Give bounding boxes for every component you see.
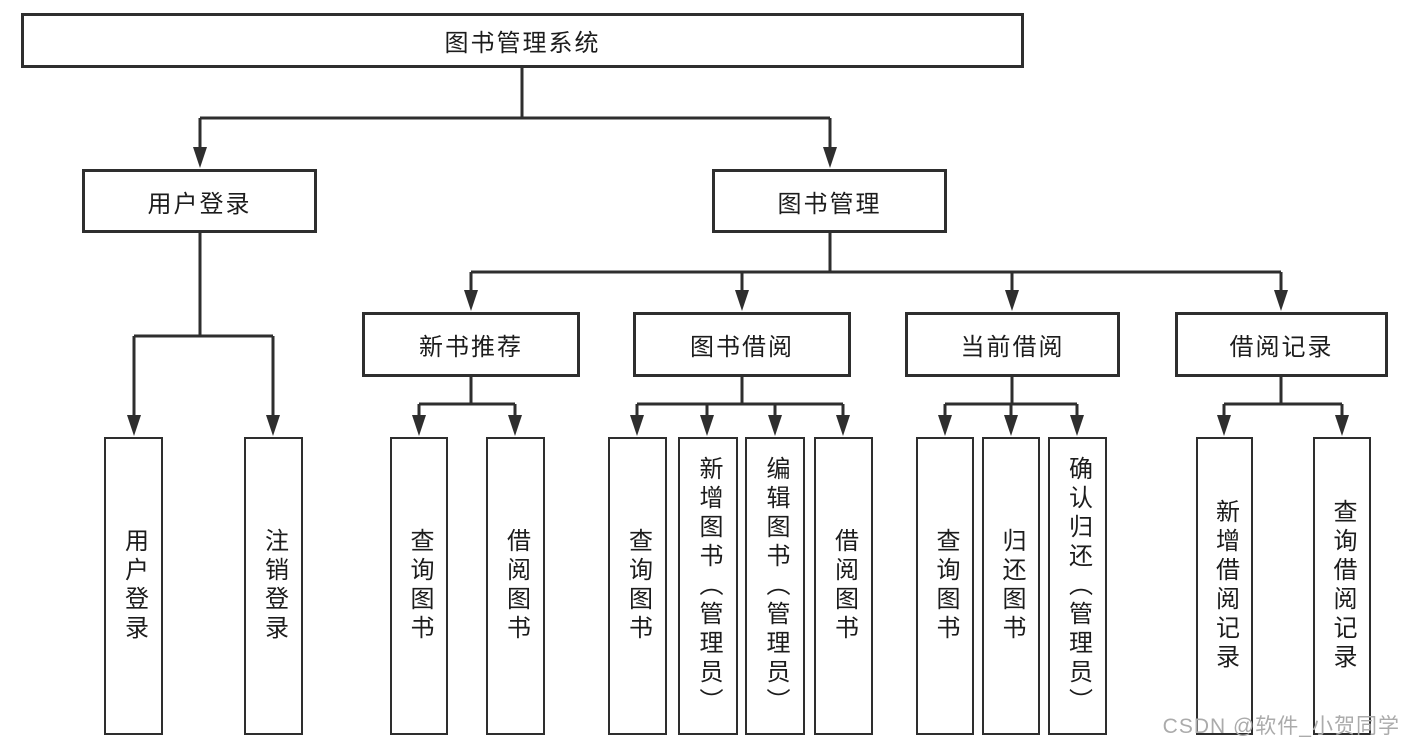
- arrow-icon: [1070, 415, 1084, 436]
- node-label: 图书借阅: [690, 334, 794, 361]
- node-label: 新书推荐: [419, 334, 523, 361]
- arrow-icon: [412, 415, 426, 436]
- leaf-label: 新增图书（管理员）: [695, 455, 722, 717]
- node-current-borrow: 当前借阅: [905, 312, 1120, 377]
- edges-new-rec: [417, 377, 517, 420]
- arrow-icon: [464, 290, 478, 311]
- leaf-label: 新增借阅记录: [1211, 499, 1239, 673]
- leaf-logout: 注销登录: [244, 437, 303, 735]
- arrow-icon: [1335, 415, 1349, 436]
- arrow-icon: [823, 147, 837, 168]
- leaf-return-books: 归还图书: [982, 437, 1040, 735]
- leaf-label: 查询图书: [624, 528, 652, 644]
- node-label: 用户登录: [147, 190, 252, 218]
- arrow-icon: [630, 415, 644, 436]
- node-user-login: 用户登录: [82, 169, 317, 233]
- edges-records: [1222, 377, 1344, 420]
- leaf-confirm-return-admin: 确认归还（管理员）: [1048, 437, 1107, 735]
- arrowheads: [127, 147, 1349, 436]
- node-borrow-records: 借阅记录: [1175, 312, 1388, 377]
- leaf-query-books: 查询图书: [608, 437, 667, 735]
- leaf-query-borrow-record: 查询借阅记录: [1313, 437, 1371, 735]
- leaf-query-books: 查询图书: [390, 437, 448, 735]
- leaf-label: 查询图书: [932, 528, 959, 644]
- leaf-user-login: 用户登录: [104, 437, 163, 735]
- node-label: 当前借阅: [960, 334, 1065, 361]
- edges-current: [943, 377, 1079, 420]
- arrow-icon: [266, 415, 280, 436]
- node-root-label: 图书管理系统: [444, 30, 601, 57]
- leaf-label: 借阅图书: [830, 528, 858, 644]
- leaf-label: 用户登录: [120, 528, 148, 644]
- csdn-watermark: CSDN @软件_小贺同学: [1162, 715, 1400, 738]
- node-root-system: 图书管理系统: [21, 13, 1024, 68]
- leaf-borrow-books: 借阅图书: [486, 437, 545, 735]
- node-book-management: 图书管理: [712, 169, 947, 233]
- leaf-label: 借阅图书: [502, 528, 530, 644]
- arrow-icon: [1274, 290, 1288, 311]
- arrow-icon: [768, 415, 782, 436]
- arrow-icon: [127, 415, 141, 436]
- arrow-icon: [836, 415, 850, 436]
- arrow-icon: [1005, 290, 1019, 311]
- node-book-borrow: 图书借阅: [633, 312, 851, 377]
- arrow-icon: [508, 415, 522, 436]
- edges-borrow: [635, 377, 845, 420]
- arrow-icon: [938, 415, 952, 436]
- tree-edges: [132, 68, 1344, 420]
- edges-user-login: [132, 233, 275, 420]
- leaf-add-borrow-record: 新增借阅记录: [1196, 437, 1253, 735]
- leaf-label: 查询借阅记录: [1329, 499, 1356, 673]
- leaf-label: 查询图书: [406, 528, 433, 644]
- node-new-book-recommend: 新书推荐: [362, 312, 580, 377]
- leaf-add-books-admin: 新增图书（管理员）: [678, 437, 738, 735]
- leaf-label: 注销登录: [260, 528, 288, 644]
- leaf-edit-books-admin: 编辑图书（管理员）: [745, 437, 805, 735]
- leaf-label: 编辑图书（管理员）: [762, 455, 789, 717]
- leaf-borrow-books: 借阅图书: [814, 437, 873, 735]
- edges-book-mgmt: [469, 233, 1283, 295]
- edges-root: [198, 68, 832, 152]
- arrow-icon: [193, 147, 207, 168]
- node-label: 图书管理: [777, 190, 882, 218]
- arrow-icon: [700, 415, 714, 436]
- leaf-label: 归还图书: [998, 528, 1025, 644]
- leaf-label: 确认归还（管理员）: [1064, 455, 1092, 717]
- node-label: 借阅记录: [1229, 334, 1334, 361]
- arrow-icon: [1217, 415, 1231, 436]
- arrow-icon: [735, 290, 749, 311]
- leaf-query-books: 查询图书: [916, 437, 974, 735]
- arrow-icon: [1004, 415, 1018, 436]
